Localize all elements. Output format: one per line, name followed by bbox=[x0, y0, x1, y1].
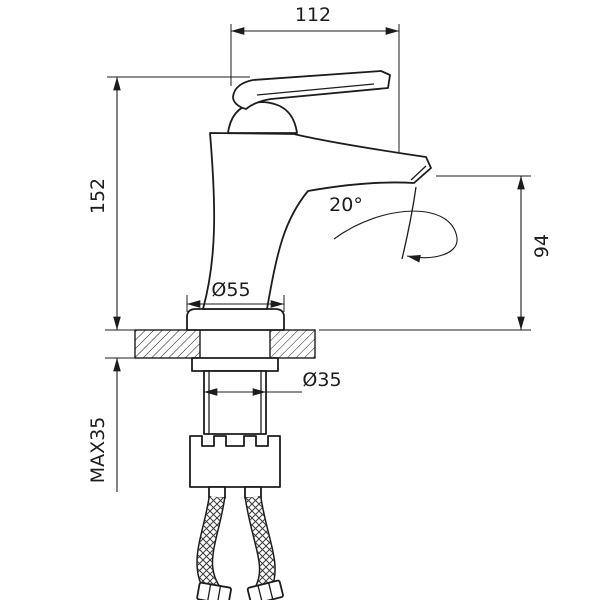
dimension-max35: MAX35 bbox=[87, 357, 142, 492]
threaded-shank bbox=[203, 370, 267, 435]
faucet-assembly bbox=[134, 70, 432, 600]
countertop-section-left bbox=[134, 329, 201, 359]
countertop-section-right bbox=[269, 329, 316, 359]
base-flange bbox=[186, 308, 285, 331]
dimension-label-152: 152 bbox=[87, 178, 109, 214]
dimension-94: 94 bbox=[319, 175, 553, 331]
washer bbox=[191, 357, 279, 372]
dimension-152: 152 bbox=[87, 76, 250, 331]
angle-arc-arrow bbox=[333, 210, 458, 263]
dimension-angle-20: 20° bbox=[329, 194, 458, 263]
faucet-handle bbox=[232, 70, 391, 110]
dimension-label-112: 112 bbox=[295, 4, 331, 26]
dimension-label-angle: 20° bbox=[329, 194, 363, 216]
dimension-112: 112 bbox=[230, 4, 400, 152]
dimension-d55: Ø55 bbox=[186, 279, 285, 312]
dimension-label-d55: Ø55 bbox=[211, 279, 250, 301]
hose-fitting-left bbox=[196, 581, 232, 600]
water-flow-line bbox=[401, 186, 417, 260]
spout-tip-detail-line bbox=[410, 165, 427, 181]
dimension-d35: Ø35 bbox=[204, 369, 342, 396]
mounting-nut bbox=[189, 435, 281, 488]
supply-hose-left bbox=[196, 495, 226, 597]
hose-fitting-right bbox=[246, 579, 284, 600]
handle-dome-cap bbox=[227, 101, 298, 134]
dimension-label-94: 94 bbox=[531, 234, 553, 258]
faucet-body-and-spout bbox=[202, 132, 432, 310]
handle-detail-line bbox=[256, 83, 375, 96]
supply-hose-right bbox=[244, 495, 276, 593]
dimension-label-d35: Ø35 bbox=[302, 369, 341, 391]
dimension-label-max35: MAX35 bbox=[87, 417, 109, 484]
